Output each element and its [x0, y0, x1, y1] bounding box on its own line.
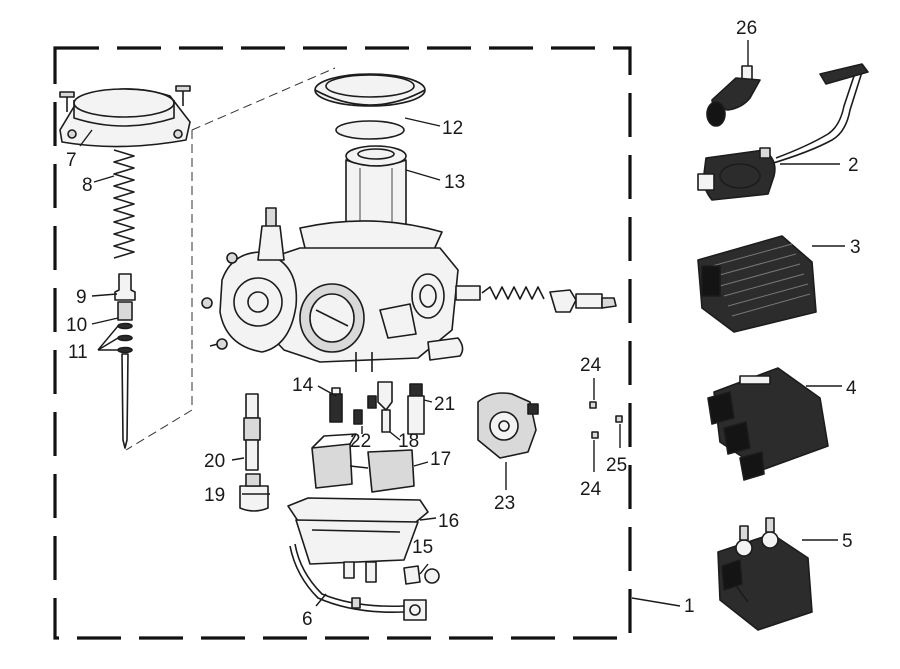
- starter-relay: [717, 517, 813, 631]
- diaphragm-cover: [59, 85, 191, 148]
- ignition-coil: [697, 63, 869, 201]
- voltage-regulator: [697, 235, 817, 333]
- float-bowl: [287, 497, 440, 585]
- callout-24-bottom: 24: [580, 479, 602, 500]
- leader-lines: [79, 40, 845, 607]
- jet-needle: [114, 273, 136, 449]
- cdi-unit: [707, 367, 829, 481]
- callout-24-top: 24: [580, 355, 602, 376]
- sensor-screws: [589, 401, 623, 439]
- callout-4: 4: [846, 378, 857, 399]
- callout-labels: 1 2 3 4 5 6 7 8 9 10 11 12 13 14 15 16 1…: [66, 18, 861, 630]
- callout-5: 5: [842, 531, 853, 552]
- drain-hose: [289, 543, 427, 621]
- throttle-position-sensor: [477, 392, 539, 459]
- assembly-frame: [53, 46, 632, 640]
- callout-11: 11: [68, 342, 88, 363]
- callout-1: 1: [684, 596, 695, 617]
- callout-12: 12: [442, 118, 463, 139]
- callout-7: 7: [66, 150, 77, 171]
- float: [311, 433, 415, 493]
- callout-3: 3: [850, 237, 861, 258]
- main-jet-parts: [239, 381, 425, 512]
- carburetor-body: [201, 207, 464, 372]
- callout-25: 25: [606, 455, 627, 476]
- callout-23: 23: [494, 493, 515, 514]
- callout-17: 17: [430, 449, 451, 470]
- callout-15: 15: [412, 537, 433, 558]
- needle-spring: [113, 149, 135, 259]
- callout-10: 10: [66, 315, 87, 336]
- callout-13: 13: [444, 172, 465, 193]
- callout-22: 22: [350, 431, 371, 452]
- callout-8: 8: [82, 175, 93, 196]
- callout-2: 2: [848, 155, 859, 176]
- callout-26: 26: [736, 18, 757, 39]
- callout-16: 16: [438, 511, 459, 532]
- callout-6: 6: [302, 609, 313, 630]
- callout-9: 9: [76, 287, 87, 308]
- diaphragm: [314, 73, 426, 140]
- callout-18: 18: [398, 431, 419, 452]
- construction-lines: [125, 67, 336, 451]
- callout-14: 14: [292, 375, 314, 396]
- spark-plug-cap: [706, 65, 761, 127]
- callout-20: 20: [204, 451, 225, 472]
- idle-adjust-screw: [455, 285, 617, 313]
- callout-21: 21: [434, 394, 455, 415]
- callout-19: 19: [204, 485, 225, 506]
